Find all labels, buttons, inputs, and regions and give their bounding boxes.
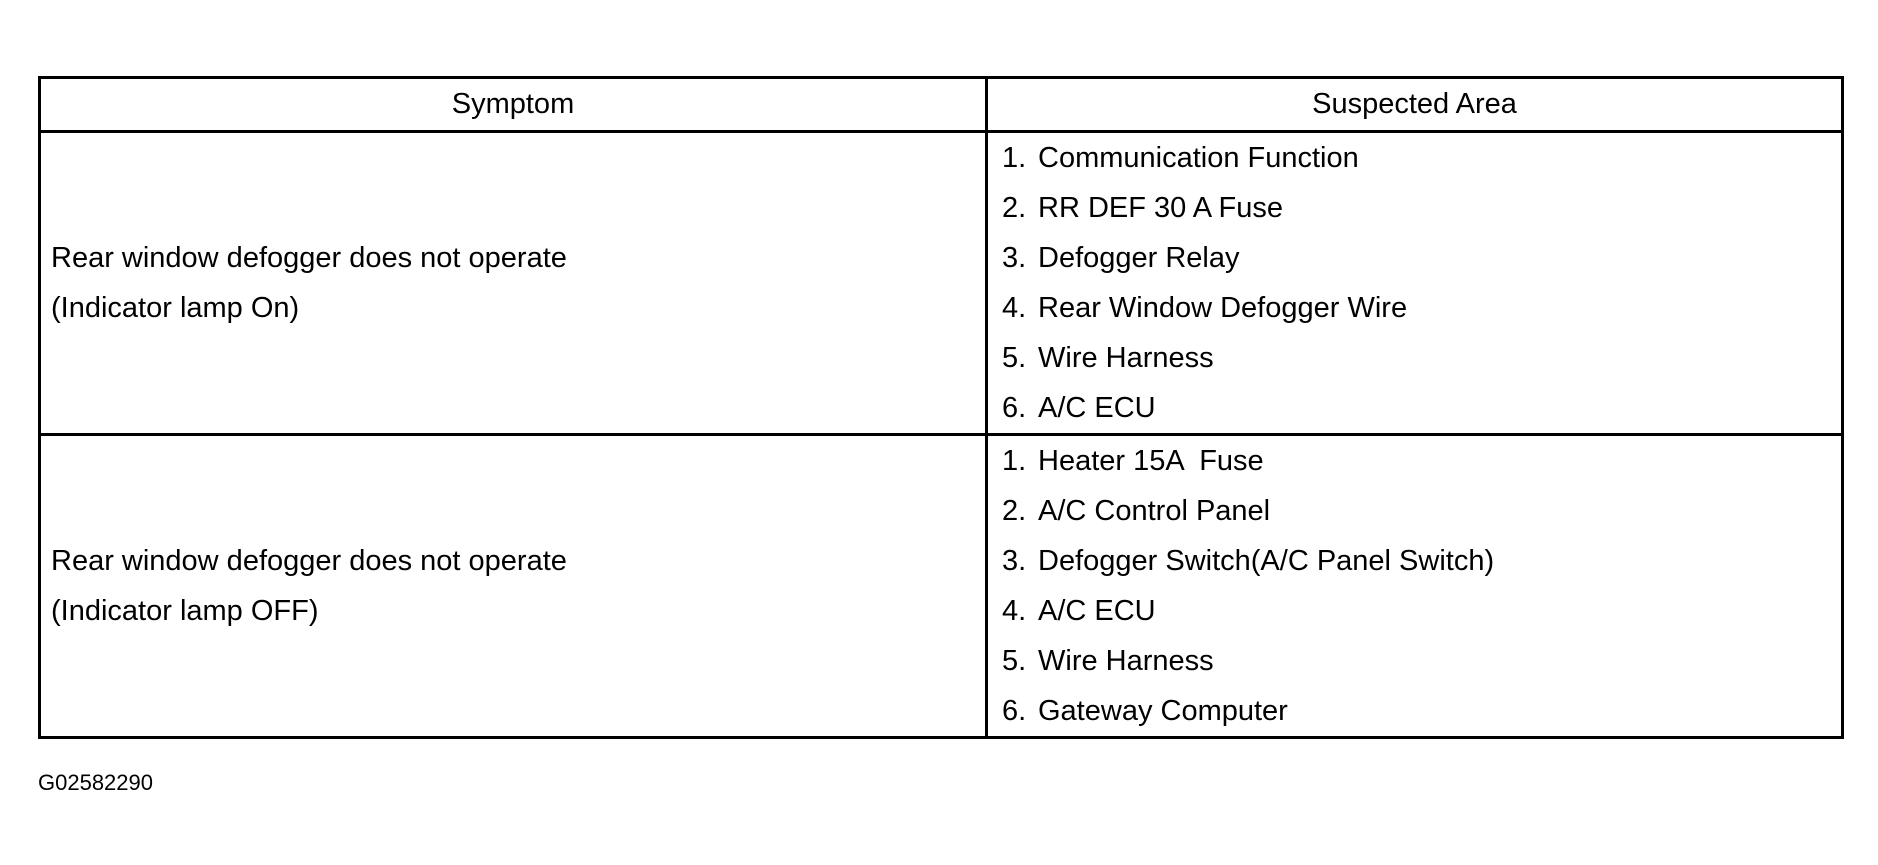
list-item: 4. Rear Window Defogger Wire	[988, 283, 1841, 333]
item-text: A/C ECU	[1038, 392, 1156, 424]
item-number: 4.	[1002, 292, 1027, 324]
table-row: Rear window defogger does not operate (I…	[38, 433, 1844, 739]
suspected-area-list: 1. Communication Function 2. RR DEF 30 A F…	[988, 133, 1841, 433]
item-text: Wire Harness	[1038, 342, 1214, 374]
symptom-cell: Rear window defogger does not operate (I…	[38, 130, 988, 436]
figure-id: G02582290	[38, 770, 153, 795]
symptom-condition: (Indicator lamp On)	[51, 292, 300, 324]
item-text: RR DEF 30 A Fuse	[1038, 192, 1283, 224]
list-item: 5. Wire Harness	[988, 333, 1841, 383]
item-text: Defogger Switch(A/C Panel Switch)	[1038, 545, 1495, 577]
item-number: 5.	[1002, 645, 1027, 677]
list-item: 3. Defogger Switch(A/C Panel Switch)	[988, 536, 1841, 586]
item-number: 1.	[1002, 445, 1027, 477]
suspected-area-cell: 1. Communication Function 2. RR DEF 30 A F…	[985, 130, 1844, 436]
item-number: 3.	[1002, 545, 1027, 577]
item-text: Defogger Relay	[1038, 242, 1240, 274]
item-number: 6.	[1002, 392, 1027, 424]
item-text: Gateway Computer	[1038, 695, 1288, 727]
symptom-cell: Rear window defogger does not operate (I…	[38, 433, 988, 739]
item-text: Rear Window Defogger Wire	[1038, 292, 1408, 324]
table-header-row: Symptom Suspected Area	[38, 76, 1844, 133]
item-number: 2.	[1002, 495, 1027, 527]
item-text: Communication Function	[1038, 142, 1359, 174]
item-number: 5.	[1002, 342, 1027, 374]
list-item: 2. A/C Control Panel	[988, 486, 1841, 536]
item-text: Wire Harness	[1038, 645, 1214, 677]
item-number: 3.	[1002, 242, 1027, 274]
symptom-text: Rear window defogger does not operate	[51, 545, 567, 577]
item-number: 6.	[1002, 695, 1027, 727]
item-text: A/C ECU	[1038, 595, 1156, 627]
suspected-area-header: Suspected Area	[985, 76, 1844, 133]
symptom-header: Symptom	[38, 76, 988, 133]
symptom-condition: (Indicator lamp OFF)	[51, 595, 319, 627]
list-item: 1. Heater 15A Fuse	[988, 436, 1841, 486]
item-number: 1.	[1002, 142, 1027, 174]
list-item: 4. A/C ECU	[988, 586, 1841, 636]
symptom-table: Symptom Suspected Area Rear window defog…	[38, 76, 1844, 739]
item-text: A/C Control Panel	[1038, 495, 1271, 527]
list-item: 6. A/C ECU	[988, 383, 1841, 433]
suspected-area-list: 1. Heater 15A Fuse 2. A/C Control Panel 3.…	[988, 436, 1841, 736]
symptom-text: Rear window defogger does not operate	[51, 242, 567, 274]
table-row: Rear window defogger does not operate (I…	[38, 130, 1844, 436]
list-item: 5. Wire Harness	[988, 636, 1841, 686]
list-item: 1. Communication Function	[988, 133, 1841, 183]
list-item: 3. Defogger Relay	[988, 233, 1841, 283]
item-number: 4.	[1002, 595, 1027, 627]
list-item: 6. Gateway Computer	[988, 686, 1841, 736]
list-item: 2. RR DEF 30 A Fuse	[988, 183, 1841, 233]
item-text: Heater 15A Fuse	[1038, 445, 1264, 477]
item-number: 2.	[1002, 192, 1027, 224]
suspected-area-cell: 1. Heater 15A Fuse 2. A/C Control Panel 3.…	[985, 433, 1844, 739]
